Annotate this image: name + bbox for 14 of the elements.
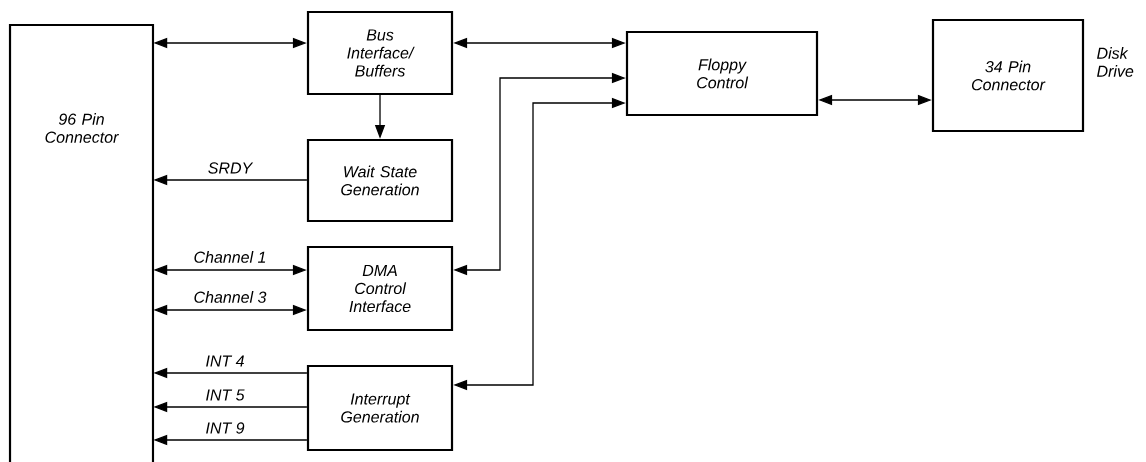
connector-block: 34 Pin Connector (931, 18, 1085, 133)
edge-label: INT 4 (204, 354, 246, 368)
edge-label: INT 9 (204, 421, 246, 435)
connector-block: 96 Pin Connector (8, 23, 155, 462)
process-box: Interrupt Generation (306, 364, 454, 452)
side-label: Disk Drive (1097, 47, 1134, 77)
process-box: DMA Control Interface (306, 245, 454, 332)
edge-label: SRDY (206, 161, 254, 175)
edge-label: Channel 1 (192, 250, 268, 264)
edge-label: INT 5 (204, 388, 246, 402)
process-box: Wait State Generation (306, 138, 454, 223)
process-box: Floppy Control (625, 30, 819, 117)
edge-label: Channel 3 (192, 290, 268, 304)
process-box: Bus Interface/ Buffers (306, 10, 454, 96)
